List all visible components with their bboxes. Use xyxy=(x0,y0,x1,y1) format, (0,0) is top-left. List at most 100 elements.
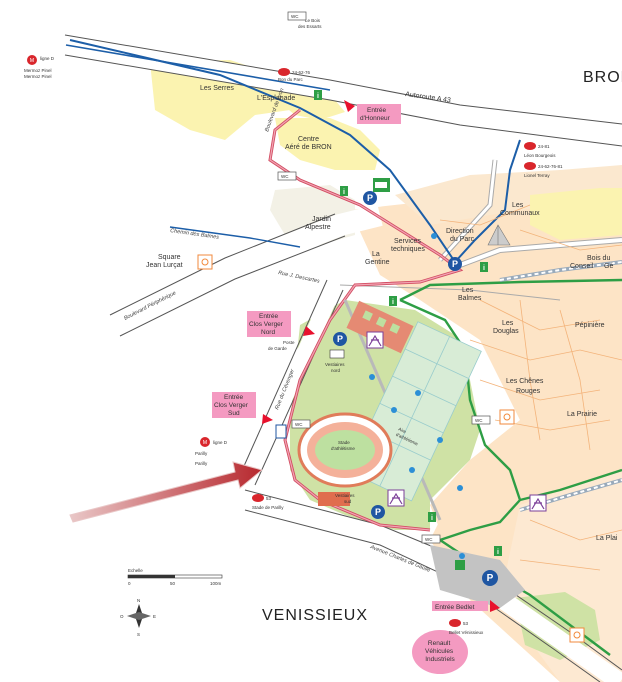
label-chenes-rouges: Les Chênes Rouges xyxy=(506,378,545,395)
label-services: Services techniques xyxy=(391,238,425,253)
bd-peripherique xyxy=(110,204,383,335)
zone-esplanade xyxy=(265,85,345,120)
svg-text:Mermoz Pinel: Mermoz Pinel xyxy=(24,68,52,73)
svg-text:ligne D: ligne D xyxy=(40,56,55,61)
label-prairie: La Prairie xyxy=(567,411,597,418)
svg-text:S: S xyxy=(137,632,140,637)
svg-text:WC: WC xyxy=(475,418,483,423)
svg-text:Entrée Clos Verger: Entrée Clos Verger Nord xyxy=(249,313,285,336)
metro-icon xyxy=(200,437,210,447)
svg-text:N: N xyxy=(137,598,140,603)
svg-text:WC: WC xyxy=(291,14,299,19)
wc-stadium: WC xyxy=(291,419,311,429)
bus-stop-bedlet: 53 Bellet Vénissieux xyxy=(449,619,484,635)
water-icon xyxy=(369,374,375,380)
metro-stop-top: M ligne D Mermoz Pinel Mermoz Pinel xyxy=(24,55,55,79)
entrance-bedlet[interactable]: Entrée Bedlet xyxy=(432,600,500,612)
svg-text:100m: 100m xyxy=(210,581,222,586)
svg-text:0: 0 xyxy=(128,581,131,586)
chemin-balmes-line xyxy=(169,226,301,248)
green-path-loop xyxy=(399,278,622,302)
svg-text:Bellet Vénissieux: Bellet Vénissieux xyxy=(449,630,484,635)
label-balmes: Les Balmes xyxy=(458,287,482,302)
bus-stop-right-2: 24-62-76-81 Lionel Terray xyxy=(524,162,563,178)
label-rue-descartes: Rue J. Descartes xyxy=(278,270,321,285)
label-centre-aere: Centre Aéré de BRON xyxy=(285,136,332,151)
svg-text:24-62-76-81: 24-62-76-81 xyxy=(538,164,563,169)
parking-icon[interactable]: P xyxy=(363,191,377,205)
svg-text:P: P xyxy=(337,334,343,344)
parking-icon[interactable]: P xyxy=(371,505,385,519)
svg-text:i: i xyxy=(483,265,485,272)
entrance-clos-sud[interactable]: Entrée Clos Verger Sud xyxy=(212,392,273,424)
svg-text:i: i xyxy=(317,93,319,100)
metro-icon xyxy=(27,55,37,65)
label-gentine: La Gentine xyxy=(365,251,390,266)
bus-icon xyxy=(449,619,461,627)
bus-icon xyxy=(252,494,264,502)
svg-text:Echelle: Echelle xyxy=(128,568,143,573)
wc-top: WC xyxy=(287,11,307,21)
svg-text:Parilly: Parilly xyxy=(195,461,208,466)
info-icon xyxy=(389,296,397,306)
blue-route-left xyxy=(69,39,456,263)
forest-zone-north xyxy=(395,165,622,225)
svg-text:P: P xyxy=(487,573,494,584)
playground-icon xyxy=(387,489,405,507)
parking-icon[interactable]: P xyxy=(333,332,347,346)
wc-east: WC xyxy=(471,415,491,425)
svg-text:M: M xyxy=(30,58,34,64)
svg-text:53: 53 xyxy=(463,621,469,626)
info-icon xyxy=(314,90,322,100)
label-douglas: Les Douglas xyxy=(493,320,519,335)
svg-text:Stade de Parilly: Stade de Parilly xyxy=(252,505,284,510)
bus-icon xyxy=(278,68,290,76)
svg-text:O: O xyxy=(120,614,124,619)
parking-icon[interactable]: P xyxy=(448,257,462,271)
city-venissieux: VENISSIEUX xyxy=(262,607,368,624)
svg-text:Mermoz Pinel: Mermoz Pinel xyxy=(24,74,52,79)
parking-icon[interactable]: P xyxy=(482,570,498,586)
tower-icon xyxy=(487,224,511,246)
svg-text:P: P xyxy=(452,259,458,269)
label-communaux: Les Communaux xyxy=(500,202,540,217)
water-icon xyxy=(457,485,463,491)
svg-text:Bon du Parc: Bon du Parc xyxy=(278,77,304,82)
forest-paths xyxy=(439,204,622,571)
svg-text:WC: WC xyxy=(425,537,433,542)
water-icon xyxy=(409,467,415,473)
label-plaine: La Plai xyxy=(596,535,618,542)
svg-text:P: P xyxy=(367,193,373,203)
svg-text:24-81: 24-81 xyxy=(538,144,550,149)
label-bois-conseil: Bois du Conseil Gé xyxy=(570,255,613,270)
label-square-lurcat: Square Jean Lurçat xyxy=(146,254,183,269)
entrance-clos-nord[interactable]: Entrée Clos Verger Nord xyxy=(247,311,315,337)
label-serres: Les Serres xyxy=(200,85,234,92)
facility-icon xyxy=(197,254,213,270)
wc-centre: WC xyxy=(277,171,297,181)
svg-text:Renault Véhicules: Renault Véhicules Industriels xyxy=(425,640,456,663)
label-pepiniere: Pépinière xyxy=(575,322,605,329)
label-bois-essarts: Le Bois des Essarts xyxy=(298,18,322,29)
label-vestiaires-nord: Vestiaires nord xyxy=(325,362,346,373)
water-icon xyxy=(437,437,443,443)
city-bron: BRON xyxy=(583,69,622,86)
bus-stop-bottom: 53 Stade de Parilly xyxy=(252,494,284,510)
svg-text:Lionel Terray: Lionel Terray xyxy=(524,173,550,178)
svg-text:i: i xyxy=(343,189,345,196)
label-esplanade: L'Esplanade xyxy=(257,95,295,102)
animal-park-icon xyxy=(455,560,465,570)
playground-icon xyxy=(366,331,384,349)
phone-icon xyxy=(275,424,287,439)
zone-right-yellow xyxy=(530,188,622,240)
stadium xyxy=(297,412,393,488)
svg-text:WC: WC xyxy=(281,174,289,179)
entrance-honneur[interactable]: Entrée d'Honneur xyxy=(344,100,401,124)
svg-text:53: 53 xyxy=(266,496,272,501)
svg-text:Entrée Clos Verger: Entrée Clos Verger Sud xyxy=(214,394,250,417)
svg-text:M: M xyxy=(203,440,207,446)
playground-icon xyxy=(529,494,547,512)
zone-centre-aere xyxy=(275,118,380,170)
sports-fields xyxy=(346,300,414,354)
